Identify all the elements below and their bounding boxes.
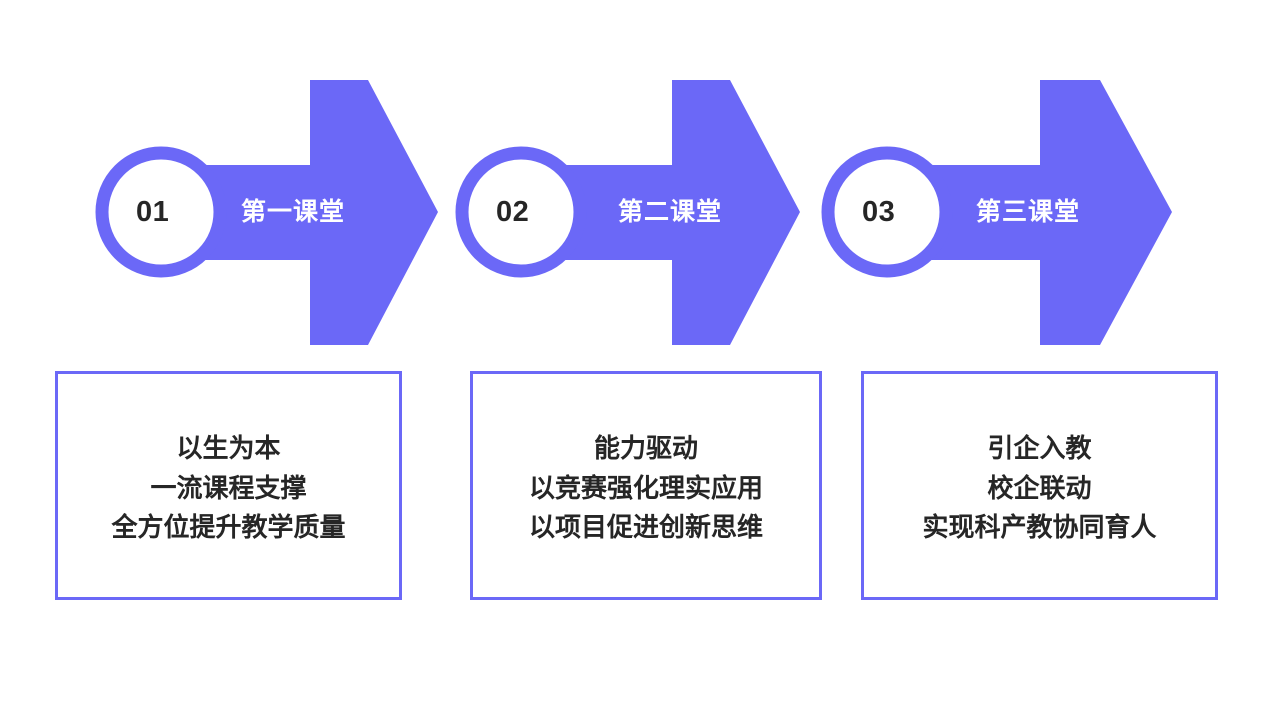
step-number-2: 02 [496, 196, 530, 228]
step-number-1: 01 [136, 196, 170, 228]
arrow-shape-1[interactable] [150, 80, 438, 345]
arrow-shape-3[interactable] [878, 80, 1172, 345]
description-line: 实现科产教协同育人 [922, 512, 1157, 543]
step-circle-1[interactable] [95, 146, 227, 278]
arrow-label-2: 第二课堂 [618, 198, 723, 226]
arrow-label-3: 第三课堂 [976, 198, 1081, 226]
description-line: 以项目促进创新思维 [528, 512, 763, 543]
arrow-label-1: 第一课堂 [241, 198, 346, 226]
arrows-layer [95, 80, 1172, 345]
description-line: 一流课程支撑 [150, 472, 307, 503]
description-line: 校企联动 [987, 472, 1092, 503]
description-line: 引企入教 [987, 433, 1092, 464]
description-line: 能力驱动 [593, 433, 698, 464]
description-line: 以竞赛强化理实应用 [528, 472, 763, 503]
description-line: 以生为本 [176, 433, 281, 464]
description-box-2[interactable]: 能力驱动 以竞赛强化理实应用 以项目促进创新思维 [470, 371, 822, 600]
description-box-3[interactable]: 引企入教 校企联动 实现科产教协同育人 [861, 371, 1218, 600]
step-number-3: 03 [862, 196, 896, 228]
step-circle-2[interactable] [455, 146, 587, 278]
description-line: 全方位提升教学质量 [111, 512, 346, 543]
description-box-1[interactable]: 以生为本 一流课程支撑 全方位提升教学质量 [55, 371, 402, 600]
step-circle-3[interactable] [821, 146, 953, 278]
arrow-shape-2[interactable] [512, 80, 800, 345]
